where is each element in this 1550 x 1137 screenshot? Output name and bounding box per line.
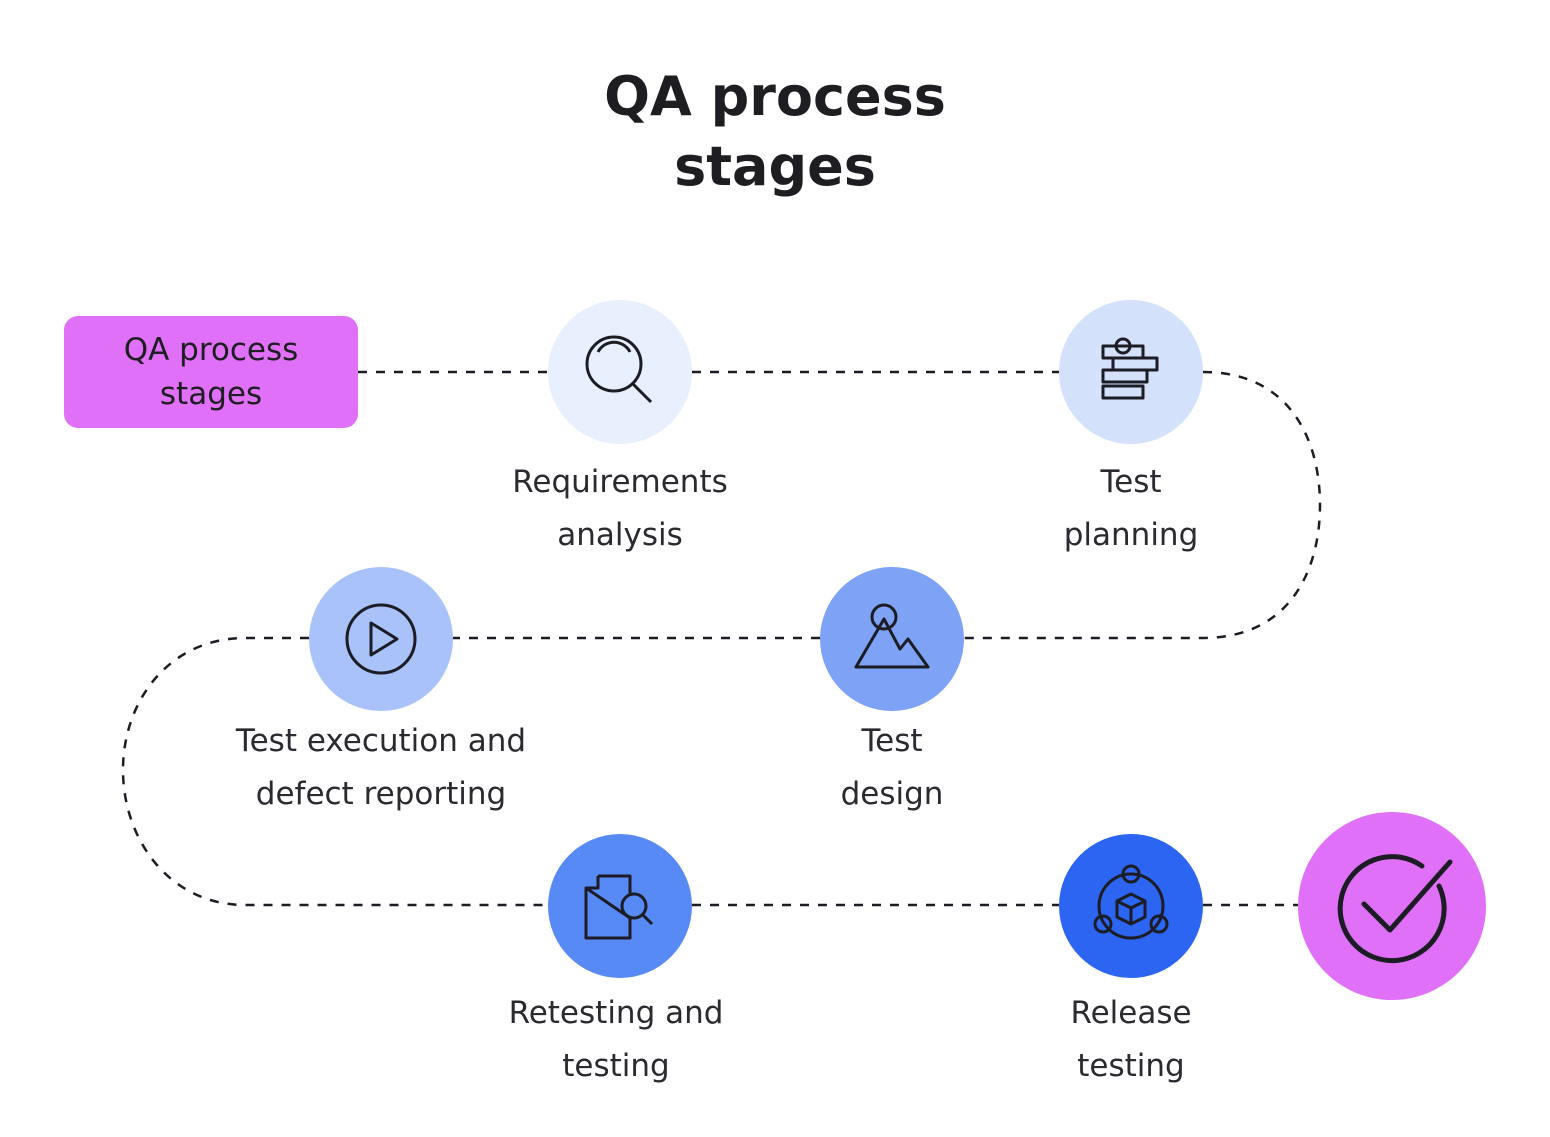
stage-label-line-2: defect reporting [255, 776, 507, 812]
stage-label-line-1: Requirements [512, 464, 728, 500]
stage-label-line-1: Release [1070, 995, 1192, 1031]
stage-label-line-1: Test [861, 723, 923, 759]
magnifier-icon [585, 335, 653, 404]
stage-label-line-2: planning [1063, 517, 1199, 553]
stage-node-test-design [820, 567, 964, 711]
finish-node [1298, 812, 1486, 1000]
stage-label-line-2: testing [562, 1048, 670, 1084]
stage-node-release-testing [1059, 834, 1203, 978]
stage-label-line-2: analysis [557, 517, 683, 553]
title-line-1: QA process [604, 65, 946, 128]
play-circle-icon [345, 603, 417, 675]
stage-label-release-testing: Release testing [941, 987, 1321, 1093]
stage-label-test-design: Test design [702, 715, 1082, 821]
stage-label-retesting: Retesting and testing [426, 987, 806, 1093]
stage-label-test-execution: Test execution and defect reporting [191, 715, 571, 821]
stage-label-line-1: Retesting and [508, 995, 724, 1031]
stage-node-retesting [548, 834, 692, 978]
check-circle-icon [1337, 854, 1453, 964]
cube-network-icon [1093, 864, 1169, 940]
stage-label-line-1: Test [1100, 464, 1162, 500]
document-search-icon [584, 874, 654, 940]
start-label-line-2: stages [159, 376, 263, 412]
connector-planning-to-design [964, 370, 1322, 640]
page-title: QA process stages [0, 62, 1550, 202]
stage-label-line-1: Test execution and [235, 723, 527, 759]
stage-label-line-2: testing [1077, 1048, 1185, 1084]
stage-node-test-planning [1059, 300, 1203, 444]
stage-label-line-2: design [840, 776, 944, 812]
stage-label-requirements-analysis: Requirements analysis [430, 456, 810, 562]
stage-node-test-execution [309, 567, 453, 711]
mountain-sun-icon [854, 603, 930, 669]
start-box: QA process stages [64, 316, 358, 428]
title-line-2: stages [674, 135, 876, 198]
stage-node-requirements-analysis [548, 300, 692, 444]
start-label-line-1: QA process [123, 332, 299, 368]
stage-label-test-planning: Test planning [941, 456, 1321, 562]
gantt-plan-icon [1101, 337, 1159, 400]
